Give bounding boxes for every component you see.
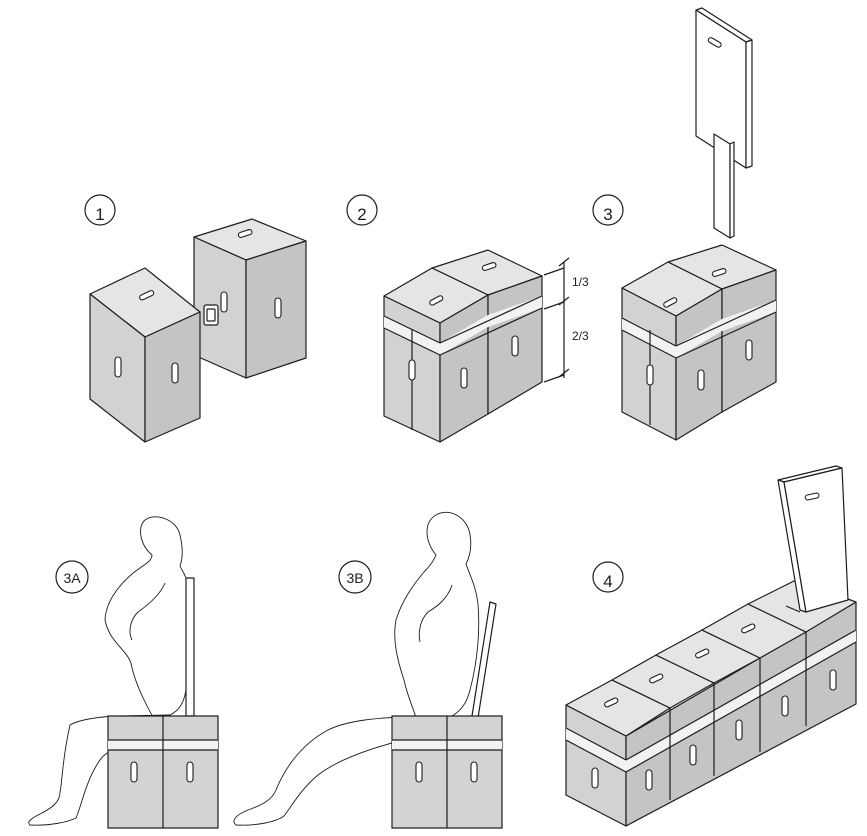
- step-2-label: 2: [346, 194, 378, 226]
- step-2-box-pair: [383, 249, 543, 443]
- dimension-top-label: 1/3: [572, 275, 589, 289]
- step-3b-number: 3B: [346, 570, 363, 586]
- step-1-box-back: [193, 218, 307, 379]
- step-4-label: 4: [592, 561, 624, 593]
- step-3a-backrest: [185, 577, 195, 717]
- step-3b-label: 3B: [338, 560, 372, 594]
- step-1-connector-icon: [203, 304, 219, 326]
- step-4-number: 4: [603, 572, 612, 591]
- step-3b-seat-box: [391, 601, 503, 829]
- step-3a-seat-box: [107, 577, 219, 829]
- step-3b-seated-person: [233, 511, 480, 826]
- step-1-label: 1: [84, 194, 116, 226]
- step-4-backrest-panel: [777, 465, 849, 613]
- step-2-number: 2: [357, 205, 366, 224]
- step-1-number: 1: [95, 205, 104, 224]
- step-4-bench: [565, 579, 857, 827]
- step-2-dimension: 1/3 2/3: [543, 257, 589, 383]
- dimension-bottom-label: 2/3: [572, 329, 589, 343]
- step-3-backrest-panel: [695, 7, 753, 239]
- step-1-box-front: [89, 267, 201, 443]
- step-3a-label: 3A: [55, 560, 89, 594]
- step-3a-number: 3A: [63, 570, 81, 586]
- step-3-number: 3: [603, 205, 612, 224]
- step-3b-backrest-reclined: [471, 601, 497, 719]
- step-3-box-pair: [621, 244, 777, 441]
- step-3a-seated-person: [28, 516, 192, 826]
- step-3-label: 3: [592, 194, 624, 226]
